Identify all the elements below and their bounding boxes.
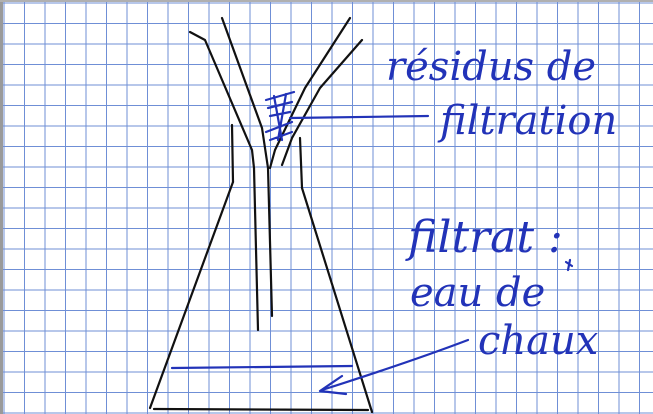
residue-scribble (264, 90, 296, 142)
flask-body-left (148, 180, 235, 410)
annotation-drawing (170, 90, 574, 396)
funnel-left-outer-wall (188, 30, 256, 170)
filtrate-pointer-arrow (320, 338, 470, 392)
filtrate-title: filtrat : (405, 212, 563, 263)
apparatus-drawing (148, 16, 374, 414)
filtrate-level-line (170, 364, 354, 370)
filtrate-arrowhead (318, 374, 348, 396)
flask-body-right (300, 186, 374, 414)
funnel-right-inner-wall (268, 16, 352, 170)
funnel-stem-right (266, 166, 274, 318)
ink-dot (564, 258, 574, 272)
residue-pointer-line (288, 114, 430, 120)
filtrate-label-line2: chaux (478, 318, 598, 364)
funnel-left-inner-wall (220, 16, 270, 170)
funnel-right-outer-wall (280, 38, 364, 167)
residue-label-line1: résidus de (386, 44, 596, 90)
flask-base (152, 407, 370, 412)
flask-neck-right (298, 136, 304, 190)
filtrate-label-line1: eau de (410, 270, 545, 316)
funnel-stem-left (252, 166, 260, 332)
flask-neck-left (230, 123, 235, 184)
residue-label-line2: filtration (437, 98, 617, 144)
